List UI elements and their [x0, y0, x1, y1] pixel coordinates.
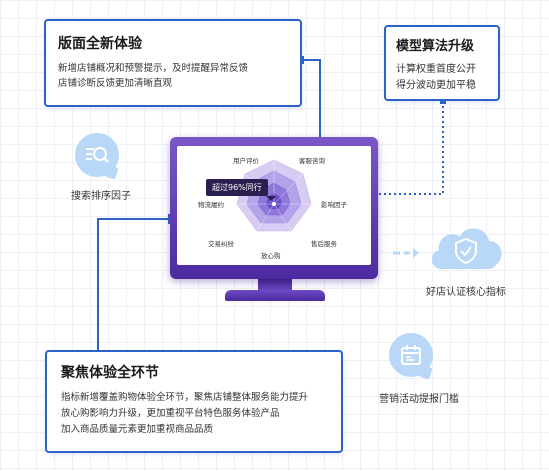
shield-check-cloud-icon	[431, 228, 502, 269]
marketing-threshold-label: 营销活动提报门槛	[379, 394, 459, 405]
radar-axis-label: 售后服务	[311, 240, 337, 248]
feature-title: 版面全新体验	[58, 36, 142, 52]
feature-line: 指标新增覆盖购物体验全环节，聚焦店铺整体服务能力提升	[61, 392, 309, 403]
search-document-icon	[86, 147, 109, 163]
radar-center-dot	[272, 202, 276, 206]
peer-rank-badge: 超过96%同行	[206, 179, 276, 201]
feature-title: 聚焦体验全环节	[61, 365, 159, 381]
feature-title: 模型算法升级	[396, 39, 475, 54]
feature-box-algorithm: 模型算法升级 计算权重首度公开 得分波动更加平稳	[384, 25, 500, 101]
feature-line: 新增店铺概况和预警提示，及时提醒异常反馈	[58, 63, 249, 74]
monitor-frame: 用户评价 客服咨询 影响因子 售后服务 放心购 交易纠纷 物流履约 超过96%同…	[170, 137, 378, 279]
radar-axis-label: 交易纠纷	[208, 240, 234, 248]
feature-line: 得分波动更加平稳	[396, 80, 476, 91]
feature-line: 放心购影响力升级，更加重视平台特色服务体验产品	[61, 408, 280, 419]
calendar-icon	[401, 345, 421, 365]
monitor-stand	[225, 290, 325, 301]
feature-line: 店铺诊断反馈更加清晰直观	[58, 78, 173, 89]
search-factor-label: 搜索排序因子	[71, 191, 131, 202]
trust-indicator-label: 好店认证核心指标	[426, 287, 506, 298]
marketing-bubble	[389, 333, 433, 377]
radar-axis-label: 用户评价	[233, 157, 259, 165]
radar-axis-label: 影响因子	[321, 201, 347, 209]
monitor: 用户评价 客服咨询 影响因子 售后服务 放心购 交易纠纷 物流履约 超过96%同…	[170, 137, 378, 305]
monitor-screen: 用户评价 客服咨询 影响因子 售后服务 放心购 交易纠纷 物流履约 超过96%同…	[177, 146, 371, 265]
radar-axis-label: 放心购	[261, 252, 281, 260]
feature-box-new-layout: 版面全新体验 新增店铺概况和预警提示，及时提醒异常反馈 店铺诊断反馈更加清晰直观	[44, 19, 302, 107]
monitor-neck	[258, 279, 292, 290]
feature-line: 加入商品质量元素更加重视商品品质	[61, 424, 214, 435]
feature-line: 计算权重首度公开	[396, 64, 476, 75]
feature-box-full-journey: 聚焦体验全环节 指标新增覆盖购物体验全环节，聚焦店铺整体服务能力提升 放心购影响…	[45, 350, 343, 453]
search-bubble	[75, 133, 119, 177]
radar-axis-label: 客服咨询	[299, 157, 325, 165]
radar-axis-label: 物流履约	[198, 201, 224, 209]
